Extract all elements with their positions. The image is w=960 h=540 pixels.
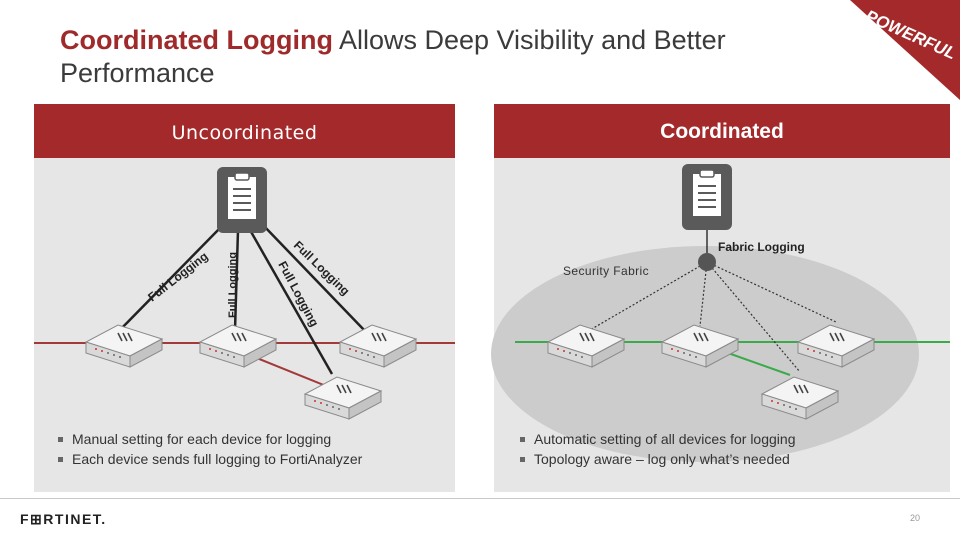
left-bullet-2: Each device sends full logging to FortiA…: [58, 449, 362, 469]
bullet-square-icon: [520, 436, 525, 442]
title-highlight: Coordinated Logging: [60, 25, 333, 55]
left-log-link-1: [115, 225, 223, 335]
bullet-square-icon: [58, 456, 63, 462]
left-device-1-icon: [85, 324, 163, 368]
fabric-logging-label: Fabric Logging: [718, 240, 805, 254]
fabric-link-3: [706, 261, 801, 373]
left-bullet-1: Manual setting for each device for loggi…: [58, 429, 362, 449]
title-rest: Allows Deep Visibility and Better Perfor…: [60, 25, 726, 88]
left-log-link-4: [261, 223, 367, 333]
left-device-3-icon: [339, 324, 417, 368]
fabric-link-1: [589, 261, 708, 331]
left-device-4-icon: [304, 376, 382, 420]
security-fabric-label: Security Fabric: [563, 264, 649, 278]
right-clipboard-icon: [681, 163, 733, 231]
left-log-label-1: Full Logging: [145, 249, 210, 304]
left-clipboard-icon: [216, 166, 268, 234]
bullet-square-icon: [58, 436, 63, 442]
page-number: 20: [910, 513, 921, 523]
right-bullet-1: Automatic setting of all devices for log…: [520, 429, 795, 449]
coordinated-header: Coordinated: [494, 104, 950, 158]
left-log-link-3: [248, 229, 334, 375]
right-bullet-2: Topology aware – log only what’s needed: [520, 449, 795, 469]
fortinet-logo: F⊞RTINET.: [20, 511, 107, 527]
bullet-square-icon: [520, 456, 525, 462]
left-bullet-2-text: Each device sends full logging to FortiA…: [72, 451, 363, 467]
left-bullets: Manual setting for each device for loggi…: [58, 429, 362, 469]
powerful-badge: POWERFUL: [850, 0, 960, 100]
uncoordinated-header: Uncoordinated: [34, 104, 455, 158]
badge-triangle: [850, 0, 960, 100]
fabric-root-node: [698, 253, 716, 271]
right-bullets: Automatic setting of all devices for log…: [520, 429, 795, 469]
left-log-label-2: Full Logging: [227, 252, 239, 318]
right-bullet-2-text: Topology aware – log only what’s needed: [534, 451, 790, 467]
footer-divider: [0, 498, 960, 499]
fabric-link-2: [699, 261, 708, 327]
left-bullet-1-text: Manual setting for each device for loggi…: [72, 431, 332, 447]
right-bullet-1-text: Automatic setting of all devices for log…: [534, 431, 796, 447]
slide-title: Coordinated Logging Allows Deep Visibili…: [60, 24, 780, 90]
left-log-link-2: [233, 229, 240, 331]
